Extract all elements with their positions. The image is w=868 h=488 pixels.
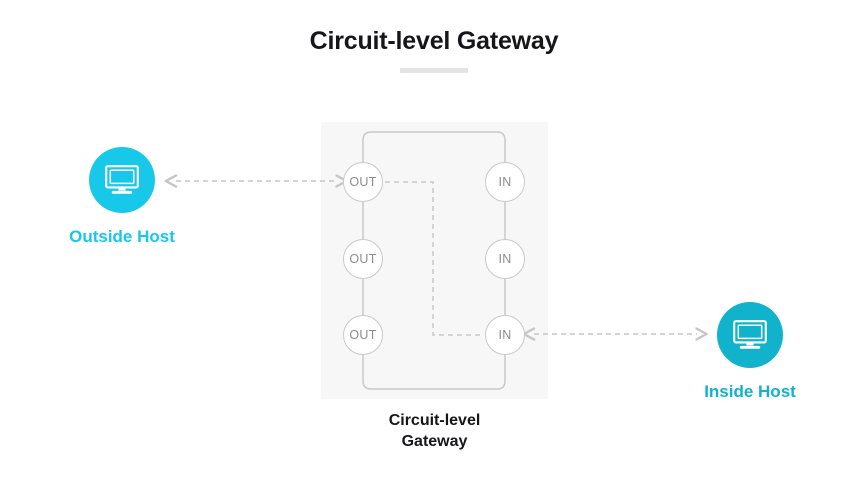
outside-host-circle (89, 147, 155, 213)
port-in-3[interactable]: IN (485, 315, 525, 355)
port-in-3-label: IN (498, 328, 512, 342)
port-out-3-label: OUT (349, 328, 377, 342)
port-out-2[interactable]: OUT (343, 239, 383, 279)
port-in-2-label: IN (498, 252, 512, 266)
monitor-icon (105, 165, 139, 194)
inside-host-circle (717, 302, 783, 368)
gateway-caption-line2: Gateway (401, 433, 468, 450)
title-underline-rule (400, 68, 468, 73)
port-out-3[interactable]: OUT (343, 315, 383, 355)
gateway-caption: Circuit-level Gateway (321, 410, 548, 452)
gateway-caption-line1: Circuit-level (388, 412, 481, 429)
outside-host-label: Outside Host (69, 227, 175, 246)
inside-host-node[interactable]: Inside Host (665, 302, 835, 402)
monitor-icon (733, 320, 767, 349)
page-title: Circuit-level Gateway (309, 27, 559, 55)
port-in-1[interactable]: IN (485, 162, 525, 202)
port-out-2-label: OUT (349, 252, 377, 266)
port-in-2[interactable]: IN (485, 239, 525, 279)
port-out-1-label: OUT (349, 175, 377, 189)
inside-host-label: Inside Host (704, 382, 796, 401)
port-in-1-label: IN (498, 175, 512, 189)
outside-host-node[interactable]: Outside Host (36, 147, 208, 247)
port-out-1[interactable]: OUT (343, 162, 383, 202)
